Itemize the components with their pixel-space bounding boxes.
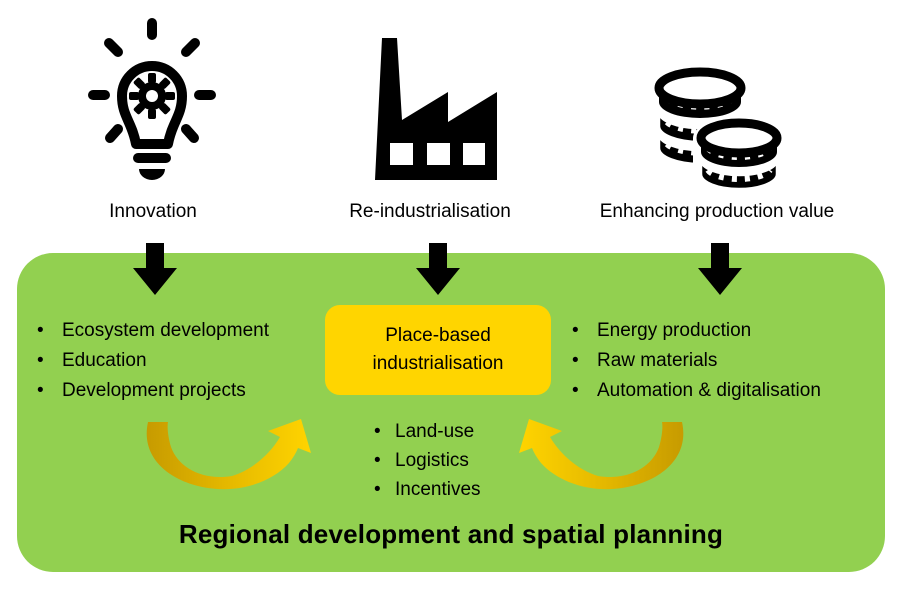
- lightbulb-gear-icon: [88, 18, 216, 180]
- pillar-label-reindustrialisation: Re-industrialisation: [349, 201, 511, 222]
- list-item: Ecosystem development: [17, 316, 337, 346]
- list-item: Energy production: [552, 316, 885, 346]
- list-item: Land-use: [354, 417, 481, 446]
- list-item: Automation & digitalisation: [552, 376, 885, 406]
- list-item: Incentives: [354, 475, 481, 504]
- black-down-arrow-icon: [698, 243, 742, 295]
- coins-stack-icon: [654, 67, 785, 191]
- regional-planning-panel: Ecosystem development Education Developm…: [17, 253, 885, 572]
- list-item: Education: [17, 346, 337, 376]
- list-item: Development projects: [17, 376, 337, 406]
- list-item: Logistics: [354, 446, 481, 475]
- list-item: Raw materials: [552, 346, 885, 376]
- pillar-label-innovation: Innovation: [109, 201, 197, 222]
- panel-title: Regional development and spatial plannin…: [178, 519, 724, 549]
- gold-curved-swoosh-arrow-icon: [519, 419, 684, 490]
- place-based-industrialisation-box: Place-based industrialisation: [325, 305, 551, 395]
- place-based-bullet-list: Land-use Logistics Incentives: [354, 417, 481, 504]
- production-bullet-list: Energy production Raw materials Automati…: [552, 316, 885, 406]
- pillar-label-production-value: Enhancing production value: [599, 201, 835, 222]
- gold-curved-swoosh-arrow-icon: [146, 419, 311, 490]
- black-down-arrow-icon: [416, 243, 460, 295]
- factory-icon: [375, 38, 497, 180]
- place-based-box-label: Place-based industrialisation: [372, 325, 504, 374]
- innovation-bullet-list: Ecosystem development Education Developm…: [17, 316, 337, 406]
- black-down-arrow-icon: [133, 243, 177, 295]
